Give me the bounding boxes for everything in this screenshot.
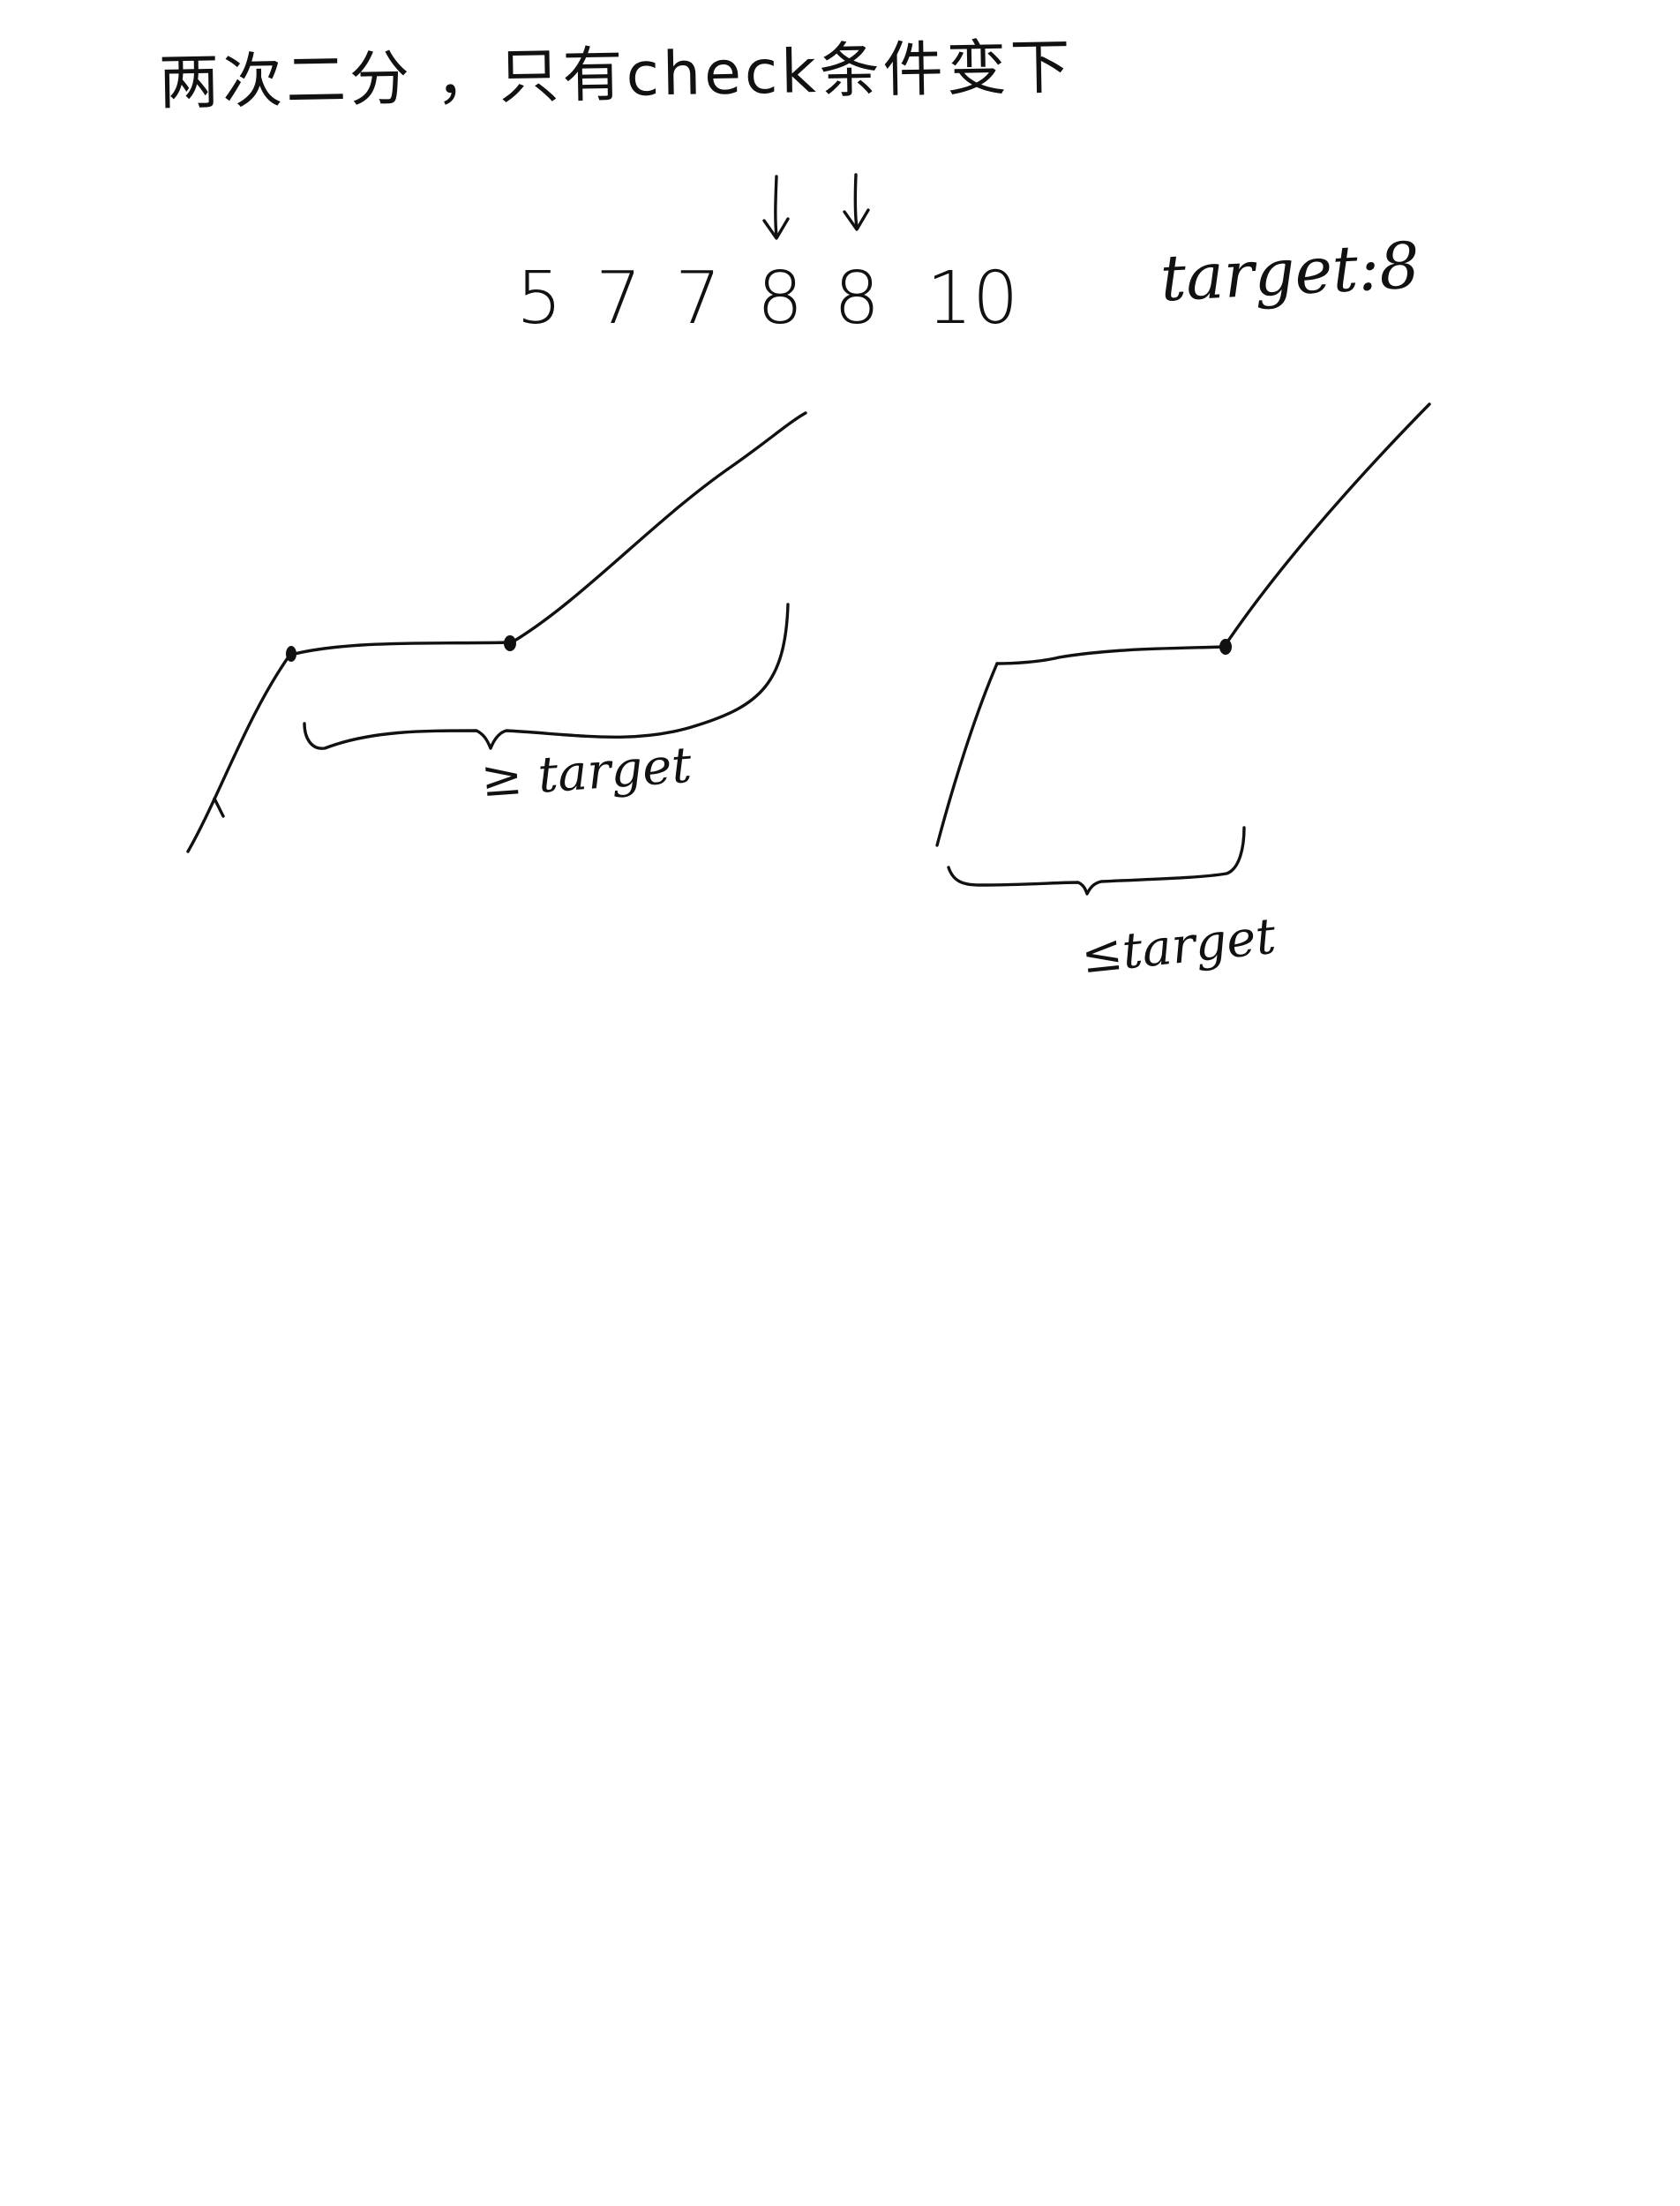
array-element: 7	[596, 257, 642, 341]
array-element: 8	[834, 257, 881, 341]
plateau-end-dot	[1219, 639, 1232, 655]
left-brace	[303, 603, 790, 750]
left-bracket-label: ≥ target	[478, 736, 694, 809]
array-element: 8	[757, 257, 804, 341]
array-element: 5	[516, 257, 563, 341]
array-element: 10	[926, 257, 1019, 341]
left-curve	[186, 411, 807, 853]
plateau-start-dot	[286, 646, 296, 662]
right-brace	[947, 826, 1246, 896]
right-curve	[935, 402, 1431, 847]
down-arrow-icon	[762, 175, 790, 240]
down-arrow-icon	[843, 173, 870, 231]
array-element: 7	[675, 257, 722, 341]
plateau-end-dot	[504, 635, 516, 651]
